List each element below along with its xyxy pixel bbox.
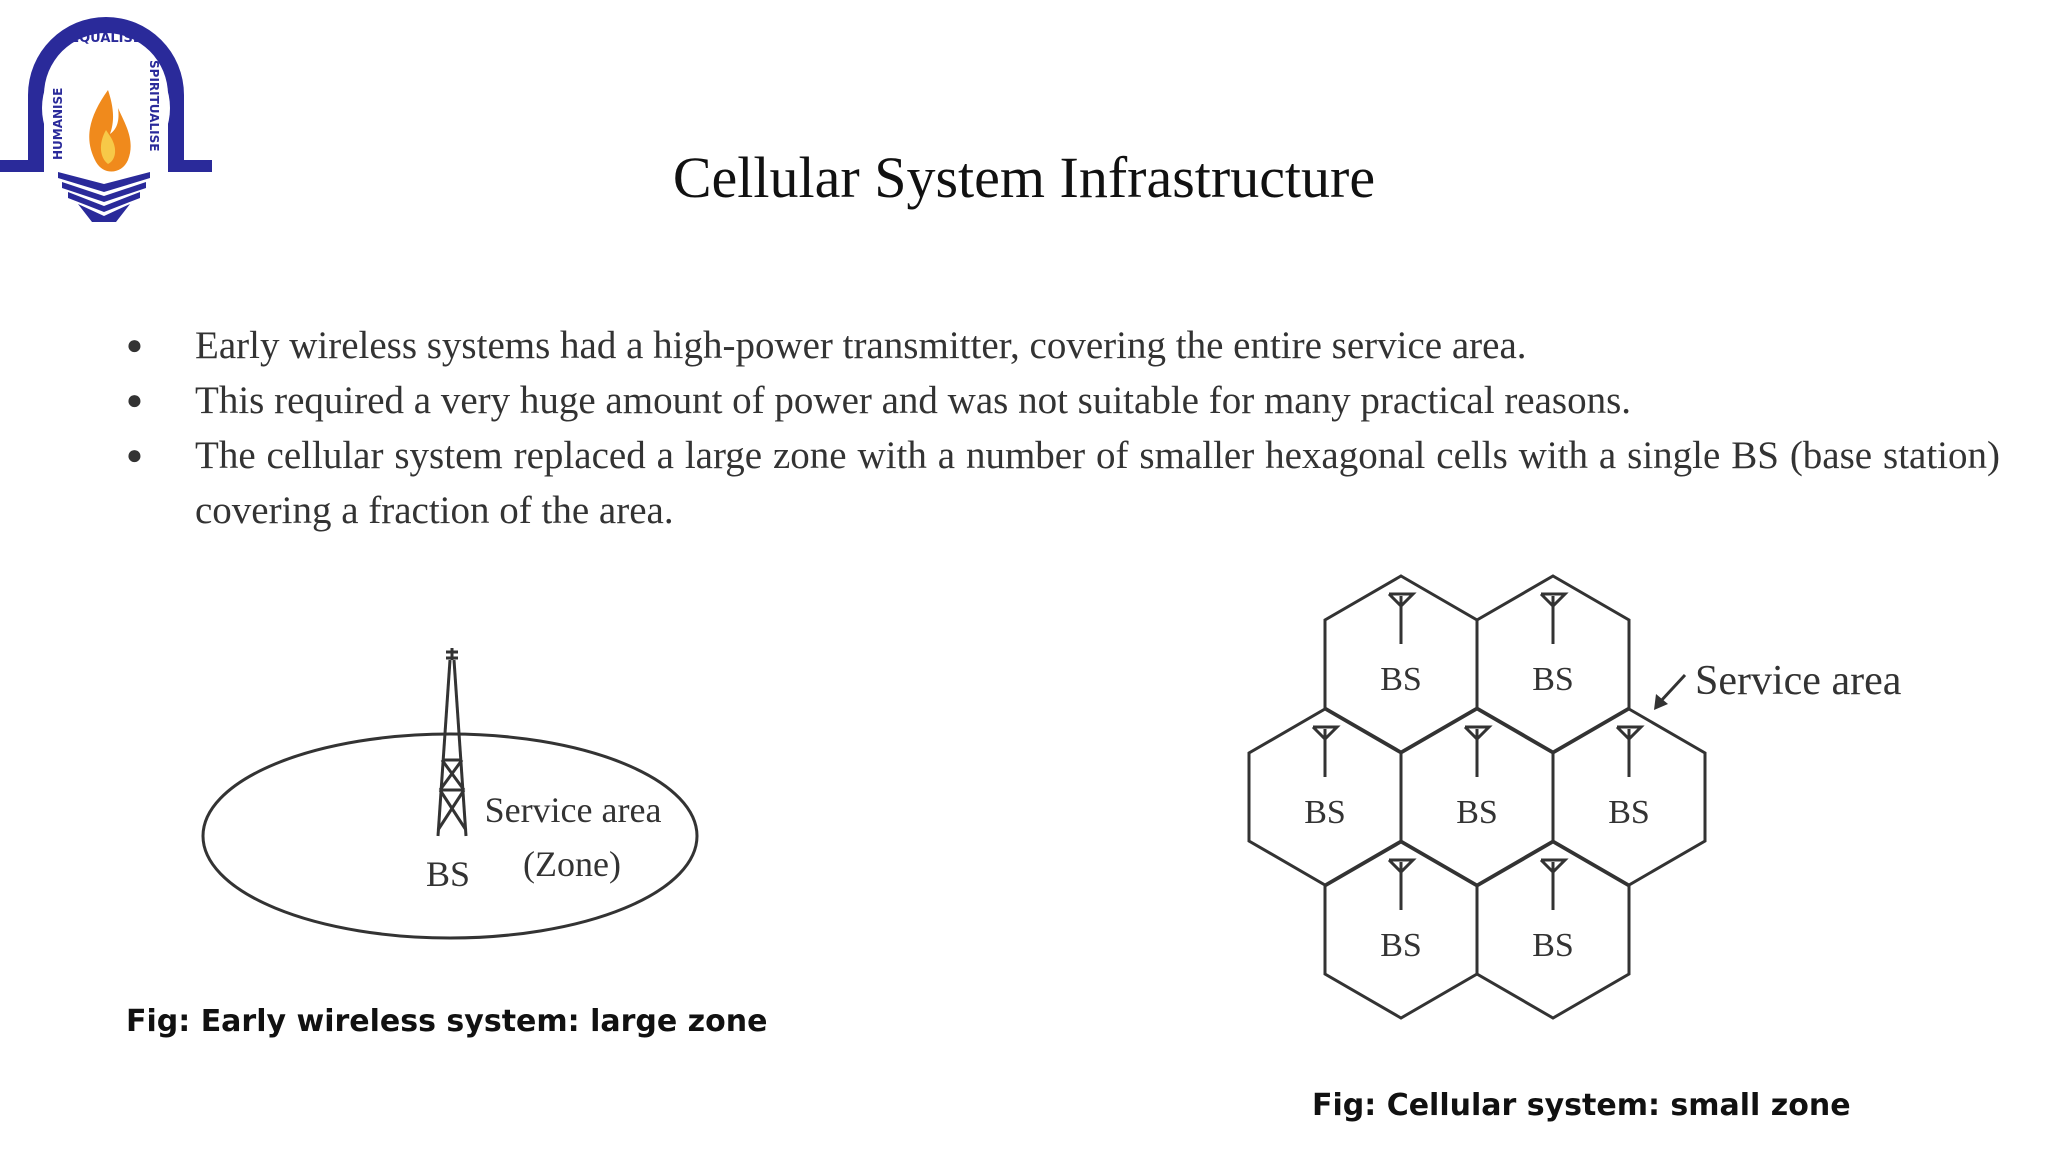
service-area-label: Service area (1695, 658, 1902, 704)
bullet-list: ●Early wireless systems had a high-power… (120, 318, 2000, 538)
cellular-zone-diagram: BS BS BS BS BS BS BS Service area (1247, 574, 1902, 1020)
large-zone-diagram: BS Service area (Zone) (201, 648, 699, 940)
antenna-icon (1615, 725, 1645, 777)
bs-label: BS (426, 854, 470, 894)
flame-icon (89, 90, 131, 172)
antenna-icon (1387, 592, 1417, 644)
bullet-item: ●Early wireless systems had a high-power… (120, 318, 2000, 373)
zone-label: (Zone) (523, 844, 621, 884)
svg-text:HUMANISE: HUMANISE (51, 88, 65, 160)
bs-label: BS (1380, 927, 1422, 964)
bullet-icon: ● (126, 385, 143, 416)
hexagonal-cell (1475, 840, 1631, 1020)
antenna-icon (1311, 725, 1341, 777)
figure-caption-right: Fig: Cellular system: small zone (1312, 1088, 1851, 1123)
bs-label: BS (1380, 661, 1422, 698)
bs-label: BS (1456, 794, 1498, 831)
antenna-icon (1463, 725, 1493, 777)
bs-label: BS (1532, 661, 1574, 698)
bullet-item: ●This required a very huge amount of pow… (120, 373, 2000, 428)
bullet-icon: ● (126, 330, 143, 361)
figure-caption-left: Fig: Early wireless system: large zone (126, 1004, 768, 1039)
bs-label: BS (1532, 927, 1574, 964)
antenna-icon (1387, 858, 1417, 910)
svg-text:EQUALISE: EQUALISE (70, 31, 142, 46)
slide-title: Cellular System Infrastructure (672, 145, 1376, 210)
antenna-icon (1539, 592, 1569, 644)
bs-label: BS (1304, 794, 1346, 831)
svg-text:SPIRITUALISE: SPIRITUALISE (147, 60, 161, 151)
bs-label: BS (1608, 794, 1650, 831)
antenna-icon (1539, 858, 1569, 910)
service-area-arrow (1654, 673, 1687, 710)
service-area-label: Service area (485, 790, 662, 830)
bullet-icon: ● (126, 440, 143, 471)
tower-icon (436, 648, 468, 837)
college-logo: EQUALISE HUMANISE SPIRITUALISE (0, 17, 212, 222)
service-area-ellipse (201, 732, 699, 940)
bullet-item: ●The cellular system replaced a large zo… (120, 428, 2000, 538)
